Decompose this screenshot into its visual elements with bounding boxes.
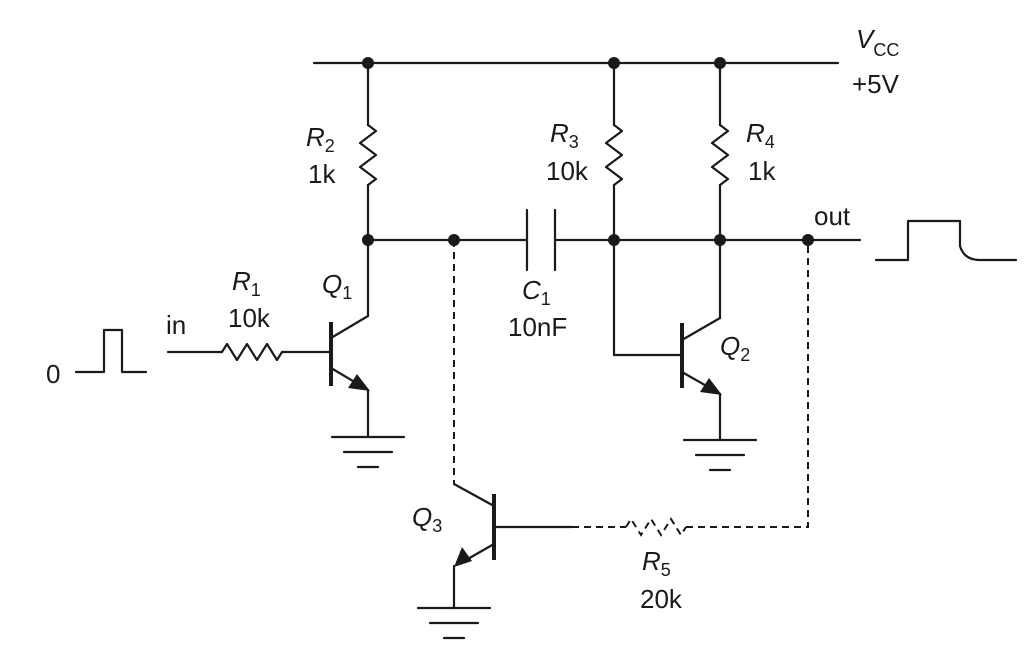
junction-dot [714,57,726,69]
r2-value: 1k [308,159,336,189]
r5-resistor [625,517,687,537]
q2-name: Q2 [720,331,750,365]
r3-value: 10k [546,156,589,186]
r4-name: R4 [746,118,775,152]
r1-name: R1 [232,266,261,300]
r3-resistor [604,123,624,187]
output-pulse [874,219,1018,262]
r4-value: 1k [748,156,776,186]
junction-dot [608,57,620,69]
ground-q2 [682,438,758,472]
r4-resistor [710,123,730,187]
ground-q3 [416,606,492,640]
q3-collector-lead [452,482,496,508]
r5-name: R5 [642,546,671,580]
junction-dot [802,234,814,246]
ground-q1 [330,435,406,469]
input-pulse [74,328,148,374]
r2-resistor [358,123,378,187]
c1-name: C1 [522,275,551,309]
r1-resistor [220,342,284,362]
output-label: out [814,201,851,231]
vcc-label: VCC [856,24,899,60]
junction-dot [608,234,620,246]
junction-dot [448,234,460,246]
q2-transistor [680,238,722,442]
q1-transistor [329,238,370,439]
r3-name: R3 [550,118,579,152]
junction-dot [362,57,374,69]
q3-name: Q3 [412,502,442,536]
c1-value: 10nF [508,312,567,342]
r2-name: R2 [306,122,335,156]
input-zero-label: 0 [46,359,60,389]
vcc-value: +5V [852,69,900,99]
r1-value: 10k [228,303,271,333]
r5-value: 20k [640,584,683,614]
junction-dot [714,234,726,246]
wire-r5-out-dashed [686,240,809,528]
q3-transistor [452,494,496,610]
junction-dot [362,234,374,246]
q1-name: Q1 [322,269,352,303]
input-label: in [166,310,186,340]
